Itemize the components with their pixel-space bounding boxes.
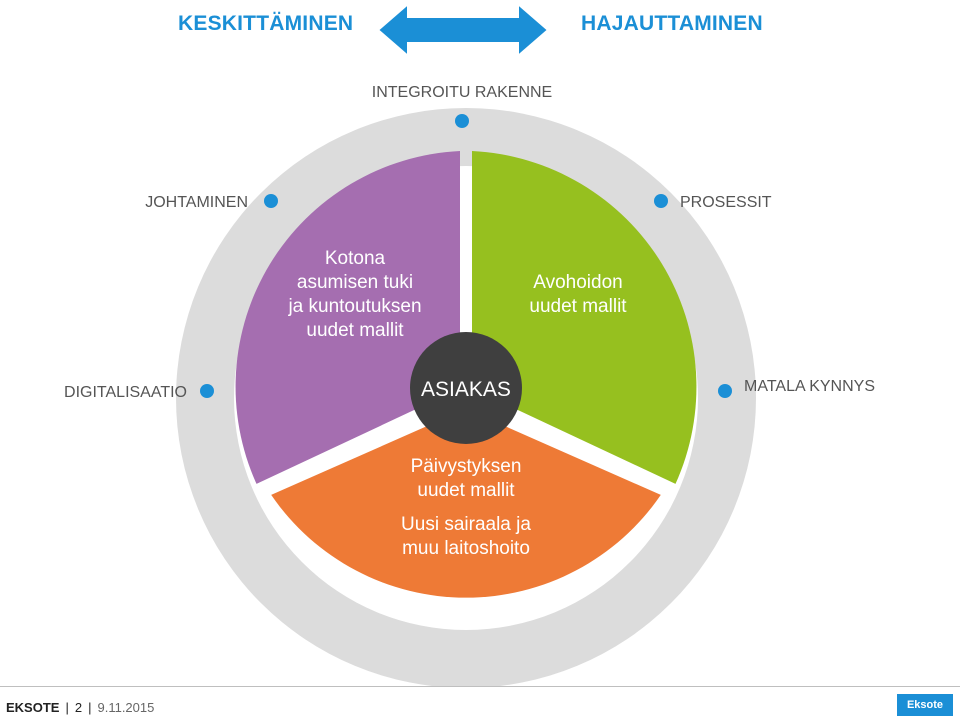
dot-right (718, 384, 732, 398)
footer-divider (0, 686, 960, 687)
label-matala-kynnys: MATALA KYNNYS (744, 378, 875, 395)
orange-line-1: Päivystyksen (411, 456, 522, 477)
footer-separator: | (65, 700, 69, 715)
segment-purple (235, 151, 460, 484)
dot-upper-right (654, 194, 668, 208)
green-line-2: uudet mallit (529, 296, 627, 317)
green-line-1: Avohoidon (533, 272, 622, 293)
orange-line-2: uudet mallit (417, 480, 515, 501)
purple-line-4: uudet mallit (306, 320, 404, 341)
segment-green (472, 151, 697, 484)
label-prosessit: PROSESSIT (680, 194, 772, 211)
label-keskittaminen: KESKITTÄMINEN (178, 12, 354, 35)
label-johtaminen: JOHTAMINEN (145, 194, 248, 211)
center-label: ASIAKAS (421, 378, 511, 401)
dot-left (200, 384, 214, 398)
label-digitalisaatio: DIGITALISAATIO (64, 384, 187, 401)
purple-line-3: ja kuntoutuksen (287, 296, 421, 317)
eksote-logo: Eksote (897, 694, 953, 716)
orange-line-4: muu laitoshoito (402, 538, 530, 559)
dot-top (455, 114, 469, 128)
strategy-diagram: ASIAKAS Kotona asumisen tuki ja kuntoutu… (64, 1, 875, 686)
footer-org: EKSOTE (6, 700, 60, 715)
segment-orange (271, 408, 661, 598)
purple-line-1: Kotona (325, 248, 386, 269)
dot-upper-left (264, 194, 278, 208)
label-hajauttaminen: HAJAUTTAMINEN (581, 12, 763, 35)
double-arrow-icon (376, 1, 550, 59)
footer-date: 9.11.2015 (97, 700, 155, 715)
footer-info: EKSOTE | 2 | 9.11.2015 (6, 700, 154, 715)
label-integroitu-rakenne: INTEGROITU RAKENNE (372, 84, 552, 101)
footer-page-number: 2 (74, 700, 83, 715)
orange-line-3: Uusi sairaala ja (401, 514, 531, 535)
purple-line-2: asumisen tuki (297, 272, 413, 293)
footer-separator: | (88, 700, 92, 715)
footer: EKSOTE | 2 | 9.11.2015 Eksote (0, 686, 960, 718)
center-circle (410, 332, 522, 444)
